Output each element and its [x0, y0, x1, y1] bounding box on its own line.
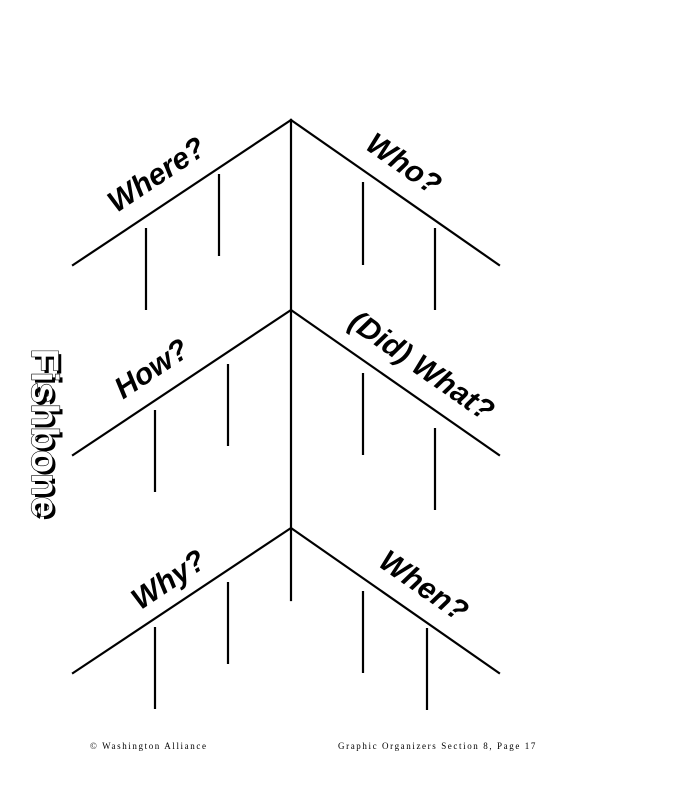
bone-how — [71, 308, 293, 457]
bone-when — [289, 526, 501, 675]
label-who: Who? — [360, 127, 447, 202]
label-how: How? — [109, 333, 195, 406]
title-shadow: Fishbone — [26, 352, 68, 521]
label-why: Why? — [126, 544, 212, 617]
footer-copyright: © Washington Alliance — [90, 741, 208, 751]
bone-did-what — [289, 308, 501, 457]
bone-who — [289, 118, 501, 267]
label-did-what: (Did) What? — [343, 305, 500, 428]
bone-where — [71, 118, 293, 267]
bone-why — [71, 526, 293, 675]
footer-page-reference: Graphic Organizers Section 8, Page 17 — [338, 741, 537, 751]
label-when: When? — [373, 544, 474, 628]
label-where: Where? — [102, 131, 212, 219]
page-title: Fishbone — [23, 349, 65, 518]
